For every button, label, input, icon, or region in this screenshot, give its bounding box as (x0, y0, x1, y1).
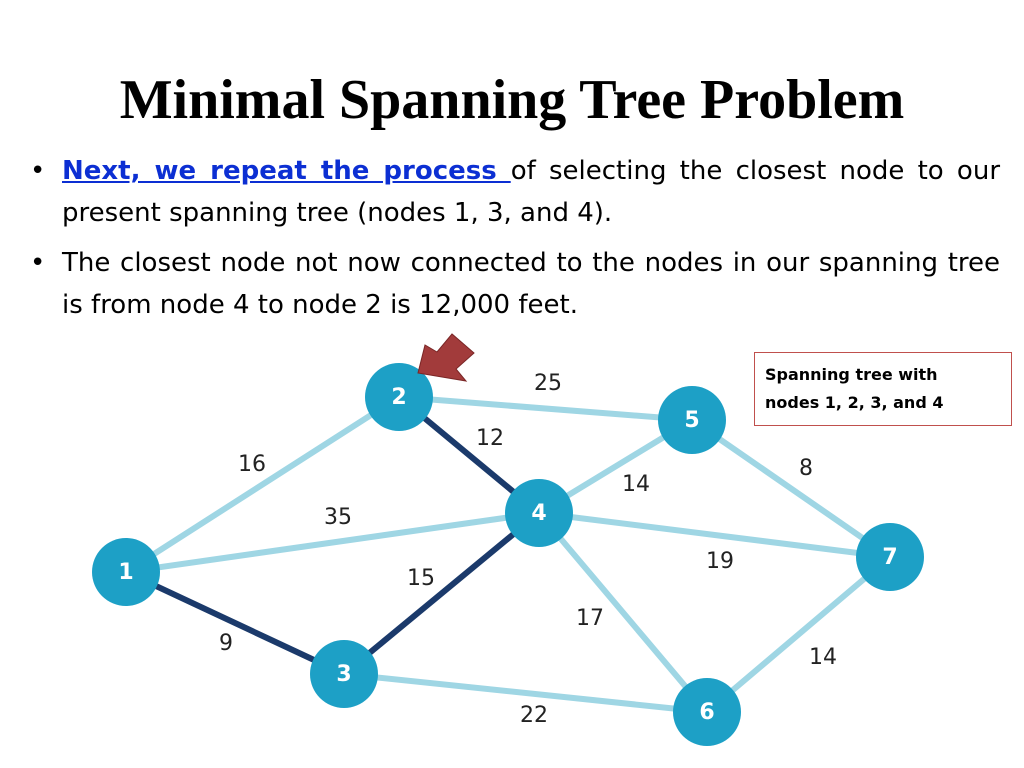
node-2 (365, 363, 433, 431)
node-4 (505, 479, 573, 547)
edge-6-7 (704, 554, 893, 715)
edge-3-6 (341, 671, 710, 715)
node-label-3: 3 (336, 662, 351, 687)
edge-4-6 (536, 510, 710, 715)
edge-weight-1-3: 9 (219, 631, 233, 656)
bullet-glyph: • (30, 156, 46, 186)
node-label-1: 1 (118, 560, 133, 585)
node-label-7: 7 (882, 545, 897, 570)
bullet-item-1: • Next, we repeat the process of selecti… (24, 150, 1000, 234)
edge-weight-2-5: 25 (534, 371, 562, 396)
node-label-6: 6 (699, 700, 714, 725)
node-5 (658, 386, 726, 454)
edge-3-4 (341, 510, 542, 677)
edge-5-7 (689, 417, 893, 560)
edge-2-5 (396, 394, 695, 423)
bullet-list: • Next, we repeat the process of selecti… (24, 150, 1000, 334)
edge-weight-4-6: 17 (576, 606, 604, 631)
bullet-text-1: of selecting the closest node to our pre… (62, 156, 1001, 228)
edge-weight-1-4: 35 (324, 505, 352, 530)
edge-weight-5-7: 8 (799, 456, 813, 481)
edge-1-3 (123, 569, 347, 677)
spanning-tree-callout: Spanning tree with nodes 1, 2, 3, and 4 (754, 352, 1012, 426)
edges-layer (123, 394, 893, 715)
bullet-glyph: • (30, 248, 46, 278)
process-link[interactable]: Next, we repeat the process (62, 156, 511, 186)
node-6 (673, 678, 741, 746)
node-label-5: 5 (684, 408, 699, 433)
node-label-4: 4 (531, 501, 546, 526)
edge-weight-2-4: 12 (476, 426, 504, 451)
edge-weight-3-6: 22 (520, 703, 548, 728)
edge-weight-3-4: 15 (407, 566, 435, 591)
edge-weight-4-5: 14 (622, 472, 650, 497)
bullet-item-2: • The closest node not now connected to … (24, 242, 1000, 326)
callout-line-2: nodes 1, 2, 3, and 4 (765, 393, 944, 412)
node-3 (310, 640, 378, 708)
arrow-pointing-to-node-2-icon (417, 333, 475, 382)
edge-weight-4-7: 19 (706, 549, 734, 574)
bullet-text-2: The closest node not now connected to th… (62, 248, 1000, 320)
node-label-2: 2 (391, 385, 406, 410)
edge-1-2 (123, 394, 402, 575)
edge-weight-1-2: 16 (238, 452, 266, 477)
slide-title: Minimal Spanning Tree Problem (119, 69, 905, 131)
node-1 (92, 538, 160, 606)
edge-1-4 (123, 510, 542, 575)
edge-weight-6-7: 14 (809, 645, 837, 670)
callout-line-1: Spanning tree with (765, 365, 938, 384)
node-7 (856, 523, 924, 591)
edge-4-7 (536, 510, 893, 560)
